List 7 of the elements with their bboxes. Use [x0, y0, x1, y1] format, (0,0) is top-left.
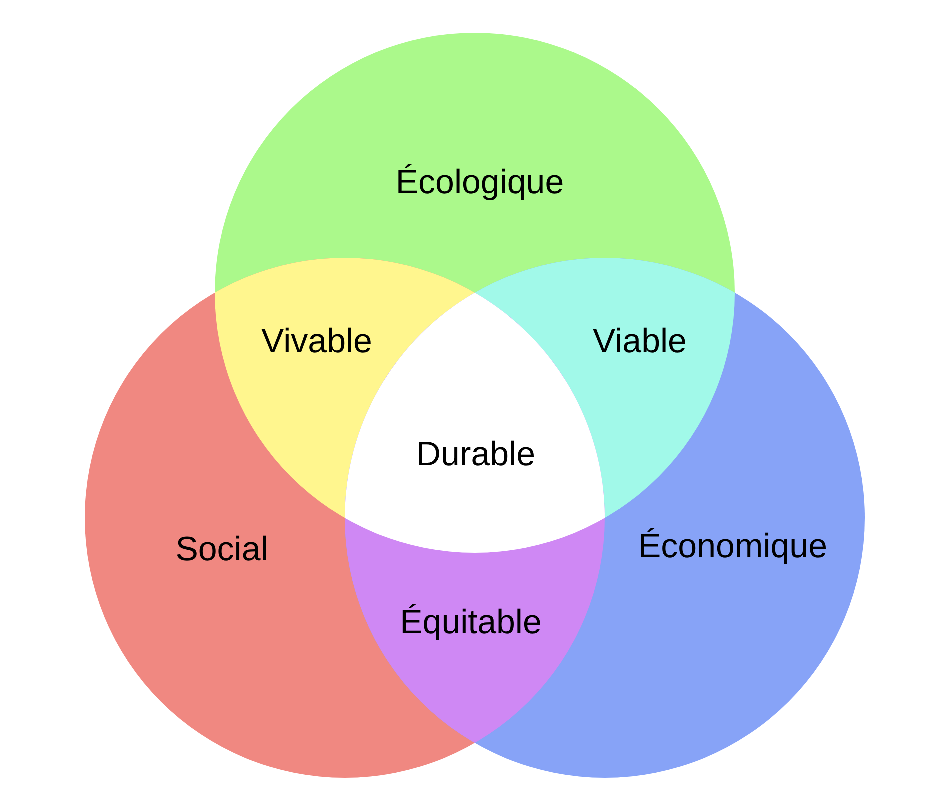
overlap-label: Vivable [262, 322, 372, 362]
overlap-label: Équitable [400, 604, 542, 642]
circle-label: Économique [638, 528, 828, 566]
overlap-label: Viable [593, 322, 687, 362]
overlap-label: Durable [416, 436, 536, 474]
circle-label: Écologique [396, 164, 564, 202]
circle-label: Social [176, 530, 268, 570]
